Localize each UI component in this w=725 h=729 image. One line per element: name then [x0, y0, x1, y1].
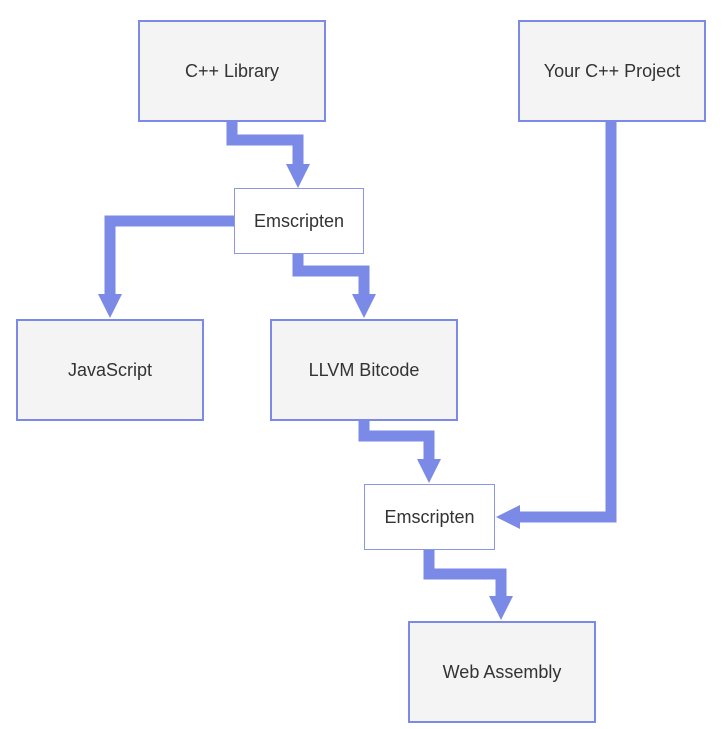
node-cpp-library-label: C++ Library [184, 60, 280, 81]
arrowhead-llvm-bitcode [352, 294, 376, 318]
arrowhead-emscripten-bottom-from-llvm [417, 459, 441, 483]
node-your-cpp-project-label: Your C++ Project [543, 60, 681, 81]
node-javascript: JavaScript [16, 319, 204, 421]
edge-your-project-to-emscripten [518, 121, 617, 523]
node-llvm-bitcode: LLVM Bitcode [270, 319, 458, 421]
arrowhead-javascript [98, 294, 122, 318]
edge-emscripten-to-javascript [104, 215, 234, 296]
node-emscripten-bottom-label: Emscripten [384, 506, 475, 527]
node-emscripten-bottom: Emscripten [364, 484, 495, 550]
node-llvm-bitcode-label: LLVM Bitcode [308, 359, 420, 380]
node-emscripten-top: Emscripten [234, 188, 364, 254]
arrowhead-emscripten-bottom-from-project [496, 505, 520, 529]
arrowhead-emscripten-top [286, 164, 310, 188]
node-web-assembly-label: Web Assembly [442, 661, 562, 682]
node-javascript-label: JavaScript [67, 359, 153, 380]
edge-emscripten-to-web-assembly [423, 550, 507, 598]
arrowhead-web-assembly [489, 596, 513, 620]
node-cpp-library: C++ Library [138, 20, 326, 122]
node-your-cpp-project: Your C++ Project [518, 20, 706, 122]
node-web-assembly: Web Assembly [408, 621, 596, 723]
edge-emscripten-to-llvm-bitcode [292, 254, 370, 296]
edge-cpp-library-to-emscripten [226, 121, 304, 166]
edge-llvm-bitcode-to-emscripten [358, 420, 435, 461]
node-emscripten-top-label: Emscripten [253, 210, 345, 231]
